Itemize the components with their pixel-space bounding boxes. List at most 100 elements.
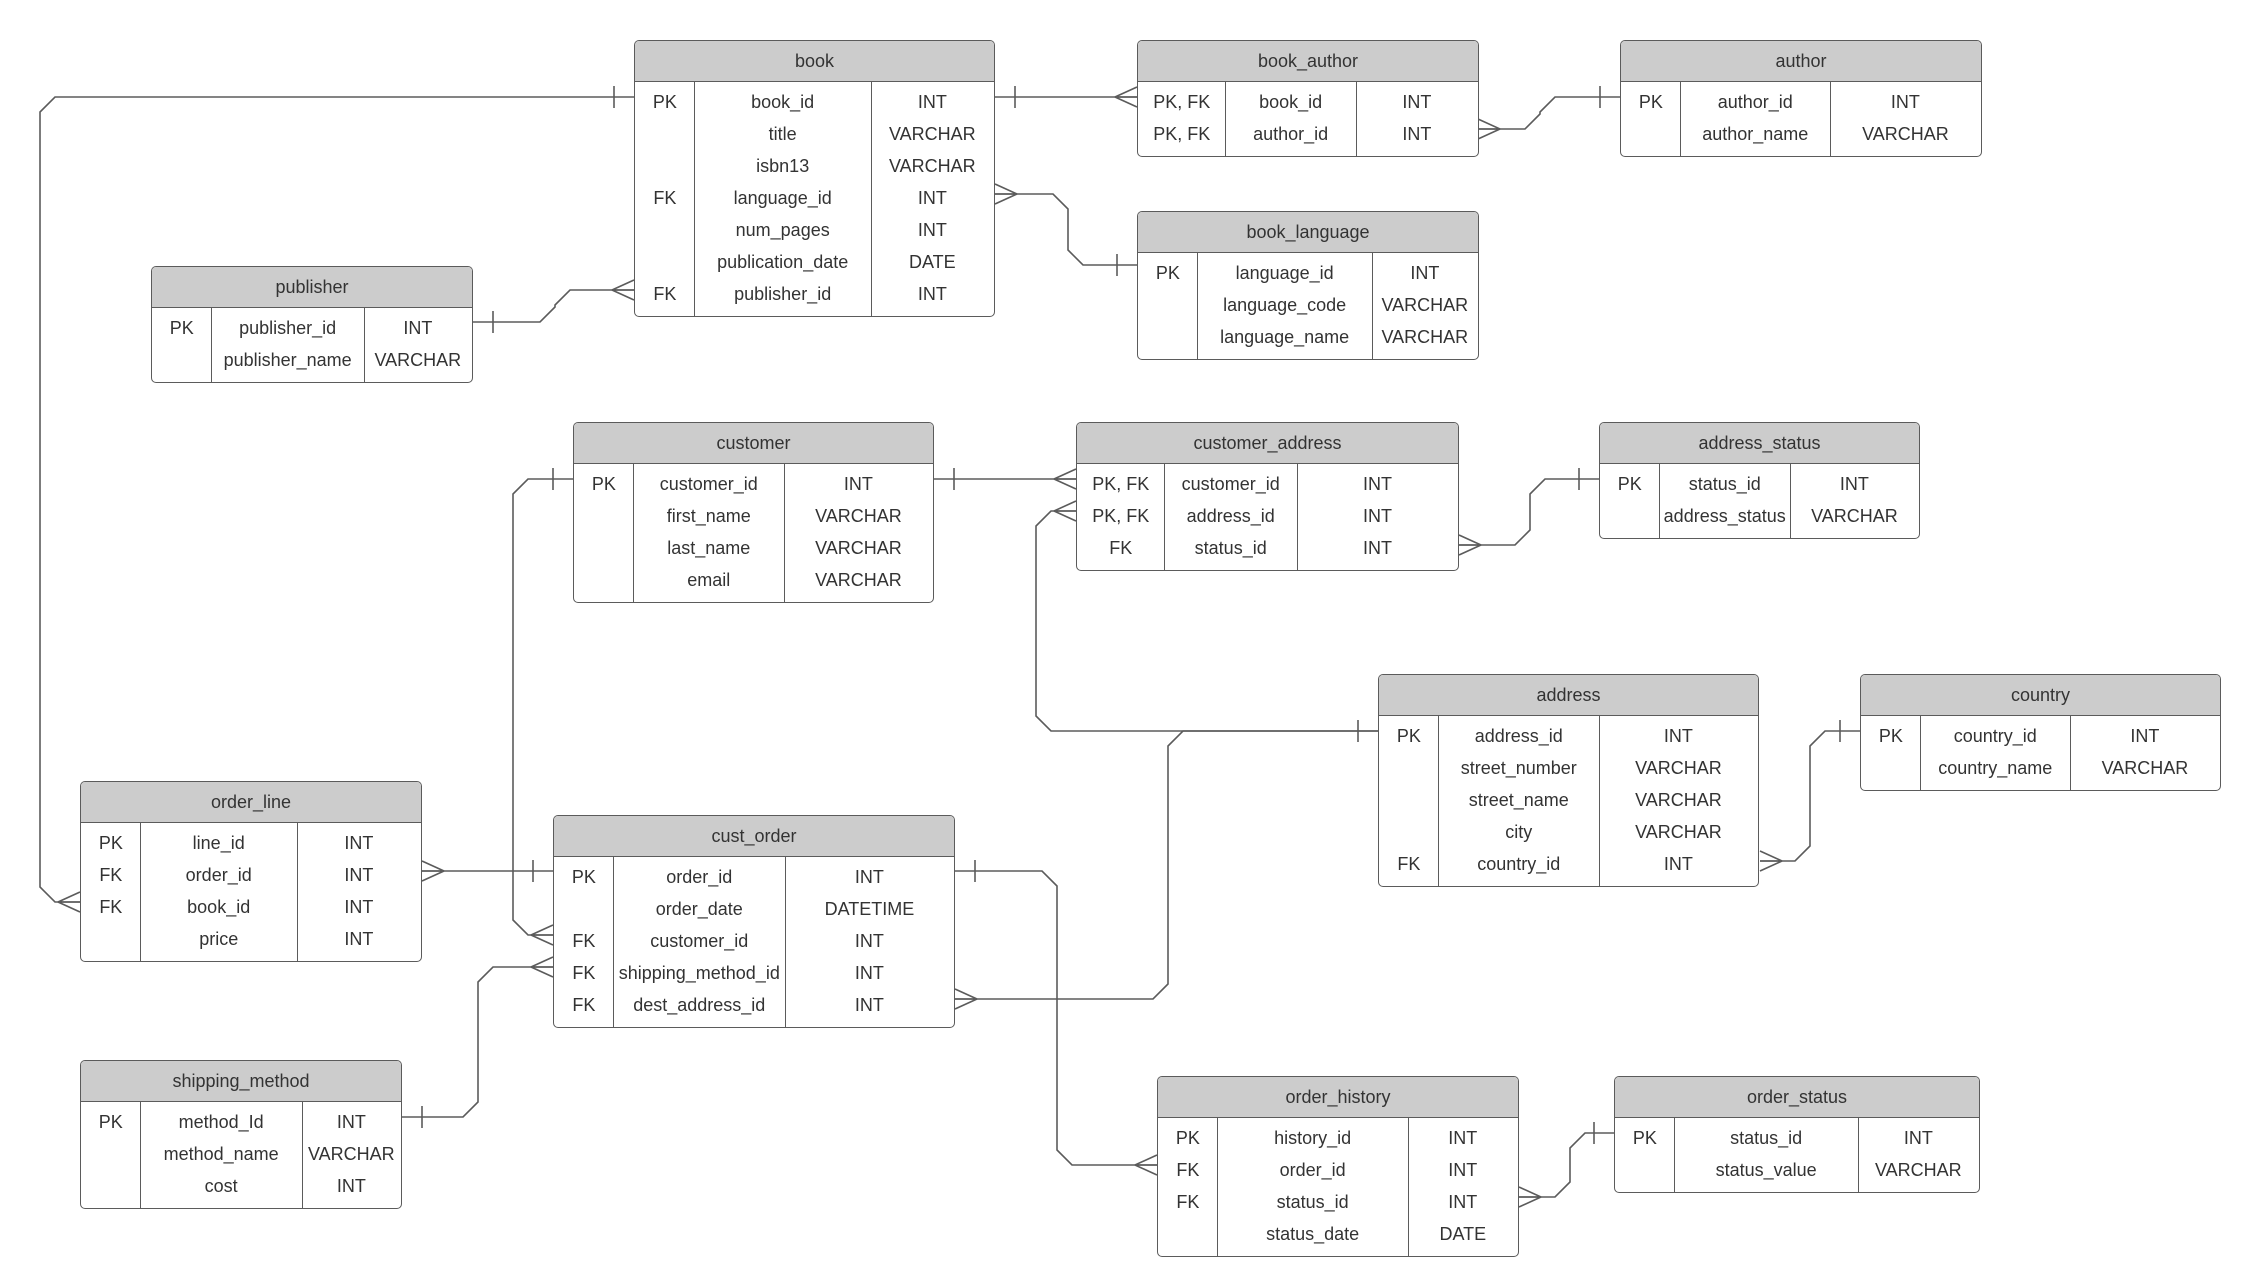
field-type-cell: DATE — [909, 252, 956, 272]
field-row: status_date DATE — [1158, 1218, 1518, 1250]
field-name-cell: line_id — [192, 833, 245, 853]
key-cell — [1379, 816, 1439, 848]
key-cell — [81, 1138, 141, 1170]
field-type-cell: INT — [1410, 263, 1440, 283]
entity-title: customer — [574, 423, 933, 464]
key-cell: PK — [1396, 726, 1421, 746]
entity-title: order_status — [1615, 1077, 1979, 1118]
key-cell — [81, 923, 141, 955]
column-divider — [613, 857, 614, 1027]
relationship-address-to-cust-order-line — [955, 730, 1378, 1000]
relationship-publisher-to-book-many-marker — [611, 279, 635, 301]
field-type-cell: DATE — [1439, 1224, 1487, 1244]
relationship-cust-order-to-order-line-many-marker — [421, 860, 445, 882]
field-type-cell: INT — [1663, 726, 1693, 746]
key-cell: PK, FK — [1153, 124, 1211, 144]
relationship-address-to-customer-address-many-marker — [1053, 500, 1077, 522]
field-name-cell: book_id — [751, 92, 815, 112]
relationship-author-to-book-author-line — [1478, 96, 1620, 130]
relationship-book-language-to-book-line — [995, 193, 1137, 266]
key-cell — [1158, 1218, 1218, 1250]
relationship-publisher-to-book-line — [473, 289, 634, 323]
key-cell: PK, FK — [1153, 92, 1211, 112]
column-divider — [1408, 1118, 1409, 1256]
field-name-cell: country_name — [1938, 758, 2053, 778]
field-name-cell: method_name — [163, 1144, 279, 1164]
key-cell: FK — [572, 963, 596, 983]
column-divider — [302, 1102, 303, 1208]
key-cell: PK — [1632, 1128, 1657, 1148]
key-cell: PK, FK — [1092, 474, 1150, 494]
column-divider — [140, 823, 141, 961]
field-type-cell: VARCHAR — [1381, 327, 1469, 347]
field-name-cell: city — [1505, 822, 1533, 842]
field-type-cell: INT — [1839, 474, 1869, 494]
column-divider — [1164, 464, 1165, 570]
entity-title: customer_address — [1077, 423, 1458, 464]
field-type-cell: INT — [1362, 506, 1392, 526]
column-divider — [1297, 464, 1298, 570]
field-name-cell: order_id — [1279, 1160, 1346, 1180]
key-cell: PK — [571, 867, 596, 887]
relationship-cust-order-to-order-history-line — [955, 870, 1157, 1166]
field-type-cell: INT — [854, 995, 884, 1015]
key-cell — [152, 344, 212, 376]
field-name-cell: author_name — [1702, 124, 1809, 144]
column-divider — [211, 308, 212, 382]
column-divider — [633, 464, 634, 602]
field-name-cell: language_id — [733, 188, 832, 208]
field-name-cell: email — [687, 570, 731, 590]
field-type-cell: VARCHAR — [1381, 295, 1469, 315]
entity-title: address_status — [1600, 423, 1919, 464]
field-name-cell: publication_date — [717, 252, 849, 272]
field-name-cell: street_number — [1460, 758, 1577, 778]
field-name-cell: status_date — [1266, 1224, 1360, 1244]
field-name-cell: shipping_method_id — [618, 963, 780, 983]
relationship-book-language-to-book-many-marker — [994, 183, 1018, 205]
entity-title: book_language — [1138, 212, 1478, 253]
key-cell — [1379, 784, 1439, 816]
key-cell: FK — [1176, 1192, 1200, 1212]
key-cell — [1138, 289, 1198, 321]
field-name-cell: num_pages — [735, 220, 830, 240]
column-divider — [1659, 464, 1660, 538]
relationship-address-to-cust-order-many-marker — [954, 988, 978, 1010]
field-type-cell: INT — [2130, 726, 2160, 746]
field-type-cell: INT — [1448, 1160, 1478, 1180]
